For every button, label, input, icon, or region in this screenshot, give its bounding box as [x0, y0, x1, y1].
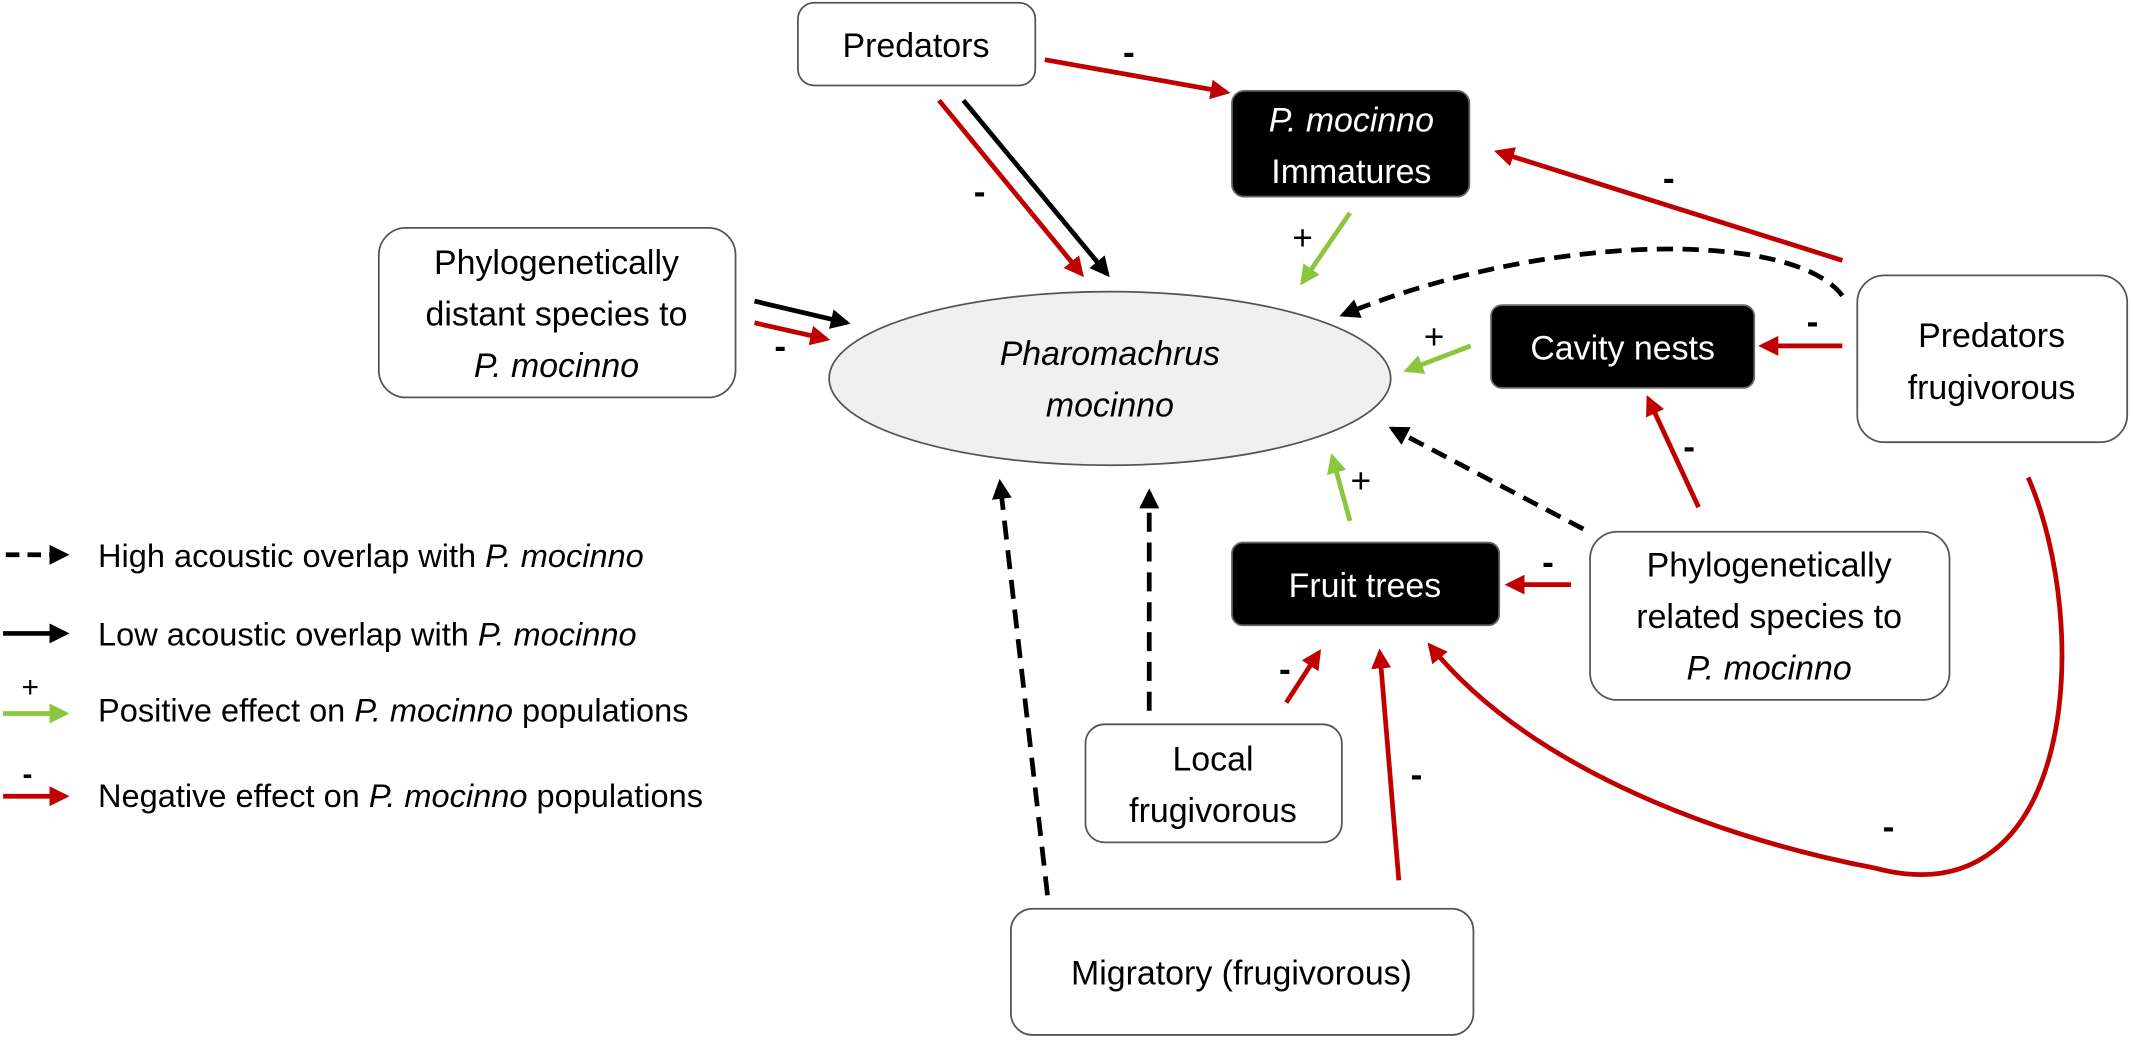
node-local-label-1: Local: [1172, 740, 1253, 778]
legend-item-positive: + Positive effect on P. mocinno populati…: [3, 671, 689, 729]
node-local-label-2: frugivorous: [1129, 792, 1297, 830]
edge-related-cavity: [1646, 395, 1701, 509]
legend-label-high-acoustic: High acoustic overlap with P. mocinno: [98, 538, 644, 574]
edge-fruit-focal: [1326, 453, 1353, 522]
node-immatures-label-1: P. mocinno: [1269, 102, 1434, 140]
sign-cavity-focal: +: [1424, 318, 1445, 357]
edges: [753, 57, 2065, 896]
sign-migratory-fruit: -: [1411, 756, 1423, 795]
node-predfrug-label-2: frugivorous: [1908, 369, 2076, 407]
legend-item-high-acoustic: High acoustic overlap with P. mocinno: [5, 538, 644, 574]
node-fruit-label: Fruit trees: [1289, 567, 1442, 605]
node-predators[interactable]: Predators: [797, 1, 1037, 87]
edge-migratory-focal-acoustic: [991, 478, 1050, 896]
node-immatures[interactable]: P. mocinno Immatures: [1231, 89, 1471, 198]
legend-item-low-acoustic: Low acoustic overlap with P. mocinno: [3, 617, 637, 653]
node-related-label-1: Phylogenetically: [1647, 546, 1892, 584]
sign-predfrug-fruit: -: [1883, 807, 1895, 846]
legend-label-low-acoustic: Low acoustic overlap with P. mocinno: [98, 617, 637, 653]
edge-signs: - - - + - - + - - + - - -: [774, 33, 1894, 847]
edge-immatures-focal: [1300, 211, 1352, 286]
sign-related-fruit: -: [1542, 543, 1554, 582]
edge-local-fruit: [1284, 649, 1321, 704]
node-cavity-nests[interactable]: Cavity nests: [1490, 304, 1756, 389]
edge-predfrug-fruit: [1427, 476, 2065, 877]
node-cavity-label: Cavity nests: [1530, 329, 1715, 367]
node-related-label-2: related species to: [1636, 598, 1902, 636]
node-focal-label-1: Pharomachrus: [1000, 335, 1220, 373]
node-distant-label-1: Phylogenetically: [434, 244, 679, 282]
node-local-frugivorous[interactable]: Local frugivorous: [1084, 723, 1343, 844]
edge-cavity-focal: [1403, 343, 1472, 374]
legend-label-positive: Positive effect on P. mocinno population…: [98, 693, 688, 729]
node-predators-frugivorous[interactable]: Predators frugivorous: [1856, 274, 2129, 444]
node-distant-species[interactable]: Phylogenetically distant species to P. m…: [377, 226, 737, 399]
sign-predfrug-cavity: -: [1807, 303, 1819, 342]
legend-minus-sign: -: [23, 758, 33, 791]
node-fruit-trees[interactable]: Fruit trees: [1231, 541, 1501, 627]
node-distant-label-3: P. mocinno: [474, 347, 639, 385]
node-distant-label-2: distant species to: [426, 296, 688, 334]
node-focal-species[interactable]: Pharomachrus mocinno: [828, 290, 1392, 467]
legend-item-negative: - Negative effect on P. mocinno populati…: [3, 758, 703, 814]
node-migratory-label: Migratory (frugivorous): [1071, 955, 1412, 993]
node-predfrug-label-1: Predators: [1918, 317, 2065, 355]
sign-distant-focal: -: [774, 327, 786, 366]
sign-fruit-focal: +: [1351, 461, 1372, 500]
edge-predfrug-focal-acoustic: [1339, 246, 1845, 318]
node-focal-label-2: mocinno: [1046, 386, 1174, 424]
sign-predators-focal: -: [974, 172, 986, 211]
node-related-species[interactable]: Phylogenetically related species to P. m…: [1589, 530, 1951, 701]
edge-distant-focal-negative: [754, 320, 831, 346]
node-immatures-label-2: Immatures: [1271, 153, 1431, 191]
sign-related-cavity: -: [1683, 427, 1695, 466]
legend: High acoustic overlap with P. mocinno Lo…: [3, 538, 703, 814]
sign-predators-immatures: -: [1123, 33, 1135, 72]
edge-predfrug-immatures: [1494, 147, 1844, 263]
edge-predators-immatures: [1044, 57, 1231, 100]
legend-label-negative: Negative effect on P. mocinno population…: [98, 778, 703, 814]
node-migratory[interactable]: Migratory (frugivorous): [1010, 907, 1475, 1036]
edge-distant-focal-acoustic: [753, 298, 851, 329]
edge-predators-focal-acoustic: [961, 98, 1110, 278]
sign-predfrug-immatures: -: [1663, 159, 1675, 198]
legend-plus-sign: +: [22, 671, 39, 704]
sign-local-fruit: -: [1279, 650, 1291, 689]
edge-predators-focal-negative: [937, 98, 1084, 278]
sign-immatures-focal: +: [1292, 219, 1313, 258]
edge-migratory-fruit: [1371, 648, 1402, 881]
edge-related-focal-acoustic: [1388, 426, 1585, 532]
node-related-label-3: P. mocinno: [1687, 650, 1852, 688]
node-predators-label: Predators: [842, 27, 989, 65]
